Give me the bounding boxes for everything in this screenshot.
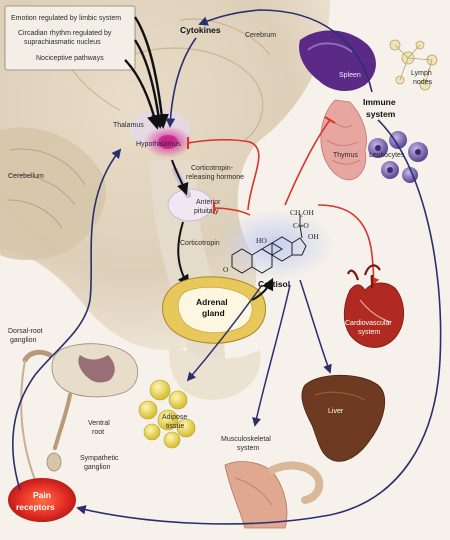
label-sympathetic-1: Sympathetic bbox=[80, 455, 119, 462]
chem-ch2oh: CH₂OH bbox=[290, 208, 314, 217]
label-ventral-1: Ventral bbox=[88, 420, 110, 427]
inhibit-cortisol-immune bbox=[284, 119, 331, 206]
input-box: Emotion regulated by limbic system Circa… bbox=[4, 5, 136, 71]
label-crh-1: Corticotropin- bbox=[191, 165, 234, 172]
label-pain-1: Pain bbox=[33, 490, 51, 500]
input-box-frame bbox=[4, 5, 136, 71]
cortisol-rings bbox=[231, 214, 307, 274]
label-cytokines: Cytokines bbox=[180, 25, 221, 35]
spleen-highlight bbox=[307, 42, 353, 53]
label-immune-1: Immune bbox=[363, 97, 396, 107]
inhibit-cortisol-hypothalamus bbox=[187, 138, 260, 211]
sympathetic-ganglion-shape bbox=[46, 452, 62, 472]
arrow-emotion bbox=[133, 16, 169, 129]
label-cortisol: Cortisol bbox=[258, 279, 290, 289]
arrow-cortisol-to-cardio bbox=[317, 204, 380, 287]
immune-system-group: Spleen Lymph nodes Immune system Thymus bbox=[299, 30, 438, 183]
adrenal-inner bbox=[177, 286, 253, 334]
spinal-cord-group bbox=[20, 343, 139, 481]
leukocytes-shape bbox=[368, 131, 428, 183]
label-lymph-1: Lymph bbox=[411, 70, 432, 77]
label-thalamus: Thalamus bbox=[113, 122, 144, 129]
arrow-immune-to-cytokines bbox=[198, 9, 373, 93]
label-dorsal-1: Dorsal-root bbox=[8, 328, 43, 335]
label-musculo-1: Musculoskeletal bbox=[221, 436, 271, 443]
label-dorsal-2: ganglion bbox=[10, 337, 37, 344]
label-leukocytes: Leukocytes bbox=[369, 152, 405, 159]
label-hypothalamus: Hypothalamus bbox=[136, 141, 181, 148]
arrow-corticotropin-to-adrenal bbox=[177, 221, 190, 288]
chem-ho: HO bbox=[256, 236, 267, 245]
spinal-grey-matter bbox=[78, 355, 115, 383]
label-adrenal-1: Adrenal bbox=[196, 297, 228, 307]
arrow-immune-to-pain bbox=[76, 119, 442, 525]
label-cerebrum: Cerebrum bbox=[245, 32, 276, 39]
label-cerebellum: Cerebellum bbox=[8, 173, 44, 180]
label-lymph-2: nodes bbox=[413, 79, 433, 86]
dorsal-root-ganglion-shape bbox=[22, 349, 53, 363]
cortisol-molecule: CH₂OH C═O OH HO O Cortisol bbox=[215, 208, 335, 289]
adipose-group: Adipose tissue bbox=[138, 379, 196, 449]
label-anterior-1: Anterior bbox=[196, 199, 221, 206]
anterior-pituitary-shape bbox=[167, 188, 213, 222]
arrow-crh-to-pituitary bbox=[171, 159, 189, 196]
cerebellum-folds bbox=[7, 148, 86, 229]
label-anterior-2: pituitary bbox=[194, 208, 219, 215]
label-immune-2: system bbox=[366, 109, 396, 119]
arrow-cortisol-to-adipose bbox=[186, 284, 263, 382]
cerebrum-fold-2 bbox=[179, 18, 271, 56]
cerebellum-shape bbox=[0, 127, 106, 260]
input-nociceptive: Nociceptive pathways bbox=[36, 55, 104, 62]
label-crh-2: releasing hormone bbox=[186, 174, 244, 181]
label-cardio-2: system bbox=[358, 329, 380, 336]
label-spleen: Spleen bbox=[339, 72, 361, 79]
label-sympathetic-2: ganglion bbox=[84, 464, 111, 471]
arrow-cortisol-to-musculo bbox=[252, 284, 291, 427]
label-corticotropin: Corticotropin bbox=[180, 240, 220, 247]
pain-receptors-shape bbox=[8, 478, 76, 522]
chem-o: O bbox=[223, 265, 229, 274]
heart-highlight bbox=[359, 299, 391, 323]
input-circadian-1: Circadian rhythm regulated by bbox=[18, 30, 112, 37]
muscle-fibre bbox=[234, 477, 273, 506]
heart-vessels bbox=[346, 264, 381, 288]
adrenal-gland-group: Adrenal gland bbox=[162, 276, 266, 344]
peripheral-nerve bbox=[20, 359, 36, 481]
label-cardio-1: Cardiovascular bbox=[345, 320, 392, 327]
bone-shape bbox=[268, 461, 324, 504]
cardiovascular-group: Cardiovascular system bbox=[343, 264, 405, 348]
input-emotion: Emotion regulated by limbic system bbox=[11, 15, 121, 22]
liver-shape bbox=[301, 374, 385, 462]
ventral-root-shape bbox=[53, 393, 72, 450]
arrow-cytokines-to-hypothalamus bbox=[165, 37, 197, 128]
kidney-tissue bbox=[169, 340, 261, 400]
inhibit-bar-immune bbox=[324, 116, 336, 124]
chem-oh: OH bbox=[308, 232, 319, 241]
label-adipose-1: Adipose bbox=[162, 414, 187, 421]
label-adrenal-2: gland bbox=[202, 308, 225, 318]
arrow-pain-to-thalamus bbox=[12, 148, 122, 491]
liver-highlight bbox=[314, 391, 366, 401]
muscle-shape bbox=[224, 461, 288, 529]
musculoskeletal-group: Musculoskeletal system bbox=[221, 436, 324, 529]
input-circadian-2: suprachiasmatic nucleus bbox=[24, 39, 101, 46]
lymph-nodes-shape bbox=[389, 39, 438, 91]
arrow-cortisol-to-liver bbox=[299, 279, 332, 374]
label-thymus: Thymus bbox=[333, 152, 358, 159]
label-adipose-2: tissue bbox=[166, 423, 184, 430]
cerebrum-fold-1 bbox=[119, 47, 264, 141]
label-liver: Liver bbox=[328, 408, 344, 415]
label-musculo-2: system bbox=[237, 445, 259, 452]
label-pain-2: receptors bbox=[16, 502, 55, 512]
liver-group: Liver bbox=[301, 374, 385, 462]
label-ventral-2: root bbox=[92, 429, 104, 436]
hypothalamus-core bbox=[158, 135, 178, 149]
heart-shape bbox=[343, 282, 405, 348]
arrow-adrenal-to-cortisol bbox=[251, 277, 274, 301]
arrow-nociceptive bbox=[124, 59, 162, 130]
pain-receptors-group: Pain receptors bbox=[8, 478, 76, 522]
chem-co: C═O bbox=[293, 221, 309, 230]
